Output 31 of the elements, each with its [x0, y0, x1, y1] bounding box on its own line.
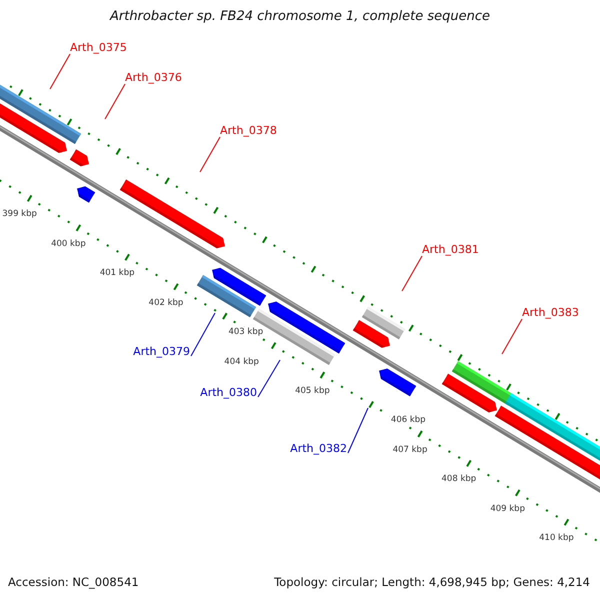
- footer-text: Accession: NC_008541: [8, 575, 139, 589]
- scale-label: 401 kbp: [98, 268, 136, 278]
- leader-line: [200, 136, 220, 172]
- gene-label: Arth_0376: [125, 71, 182, 84]
- scale-label: 400 kbp: [50, 238, 87, 249]
- leader-line: [402, 256, 422, 292]
- gene-label: Arth_0382: [290, 442, 347, 455]
- scale-label: 408 kbp: [440, 474, 478, 484]
- scale-label: 403 kbp: [228, 327, 264, 338]
- scale-label: 410 kbp: [538, 533, 575, 544]
- leader-line: [258, 360, 280, 398]
- gene-label: Arth_0381: [422, 243, 479, 256]
- scale-label: 399 kbp: [1, 209, 38, 220]
- leader-line: [348, 408, 368, 454]
- scale-label: 404 kbp: [223, 356, 260, 367]
- leader-line: [50, 54, 70, 90]
- leader-line: [190, 312, 216, 356]
- scale-label: 405 kbp: [294, 386, 331, 396]
- gene-label: Arth_0378: [220, 124, 277, 137]
- leader-line: [502, 318, 522, 354]
- diagram-title: Arthrobacter sp. FB24 chromosome 1, complete sequence: [108, 9, 492, 24]
- gene-label: Arth_0379: [133, 345, 190, 358]
- gene-label: Arth_0383: [522, 306, 579, 319]
- footer-text: Topology: circular; Length: 4,698,945 bp; Genes: 4,214: [274, 575, 590, 589]
- scale-label: 409 kbp: [489, 504, 526, 514]
- scale-label: 406 kbp: [390, 415, 427, 426]
- scale-label: 402 kbp: [148, 298, 184, 308]
- scale-label: 407 kbp: [392, 444, 428, 455]
- gene-label: Arth_0375: [70, 41, 127, 54]
- gene-label: Arth_0380: [200, 386, 257, 399]
- leader-line: [104, 84, 126, 120]
